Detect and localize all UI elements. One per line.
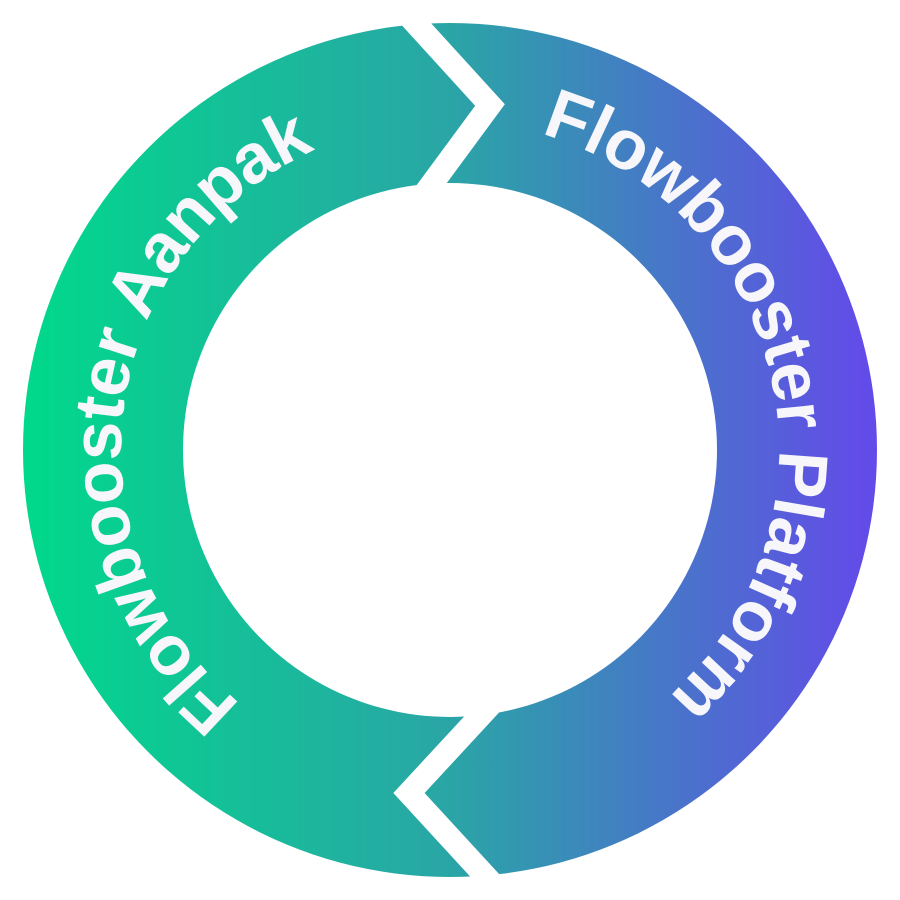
top-chevron-arrow	[389, 0, 505, 207]
cycle-ring	[22, 23, 877, 878]
bottom-chevron-arrow	[393, 692, 509, 900]
